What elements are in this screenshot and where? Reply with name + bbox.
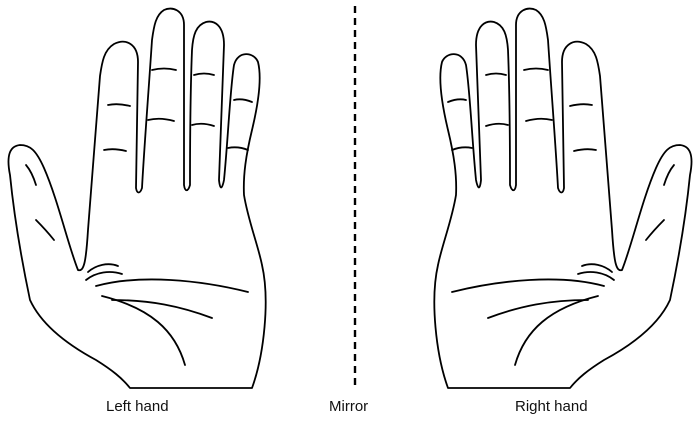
left-hand-label: Left hand — [106, 398, 169, 415]
right-hand-label: Right hand — [515, 398, 588, 415]
mirror-label: Mirror — [329, 398, 368, 415]
right-hand-drawing — [434, 9, 691, 388]
left-hand-drawing — [8, 9, 265, 388]
